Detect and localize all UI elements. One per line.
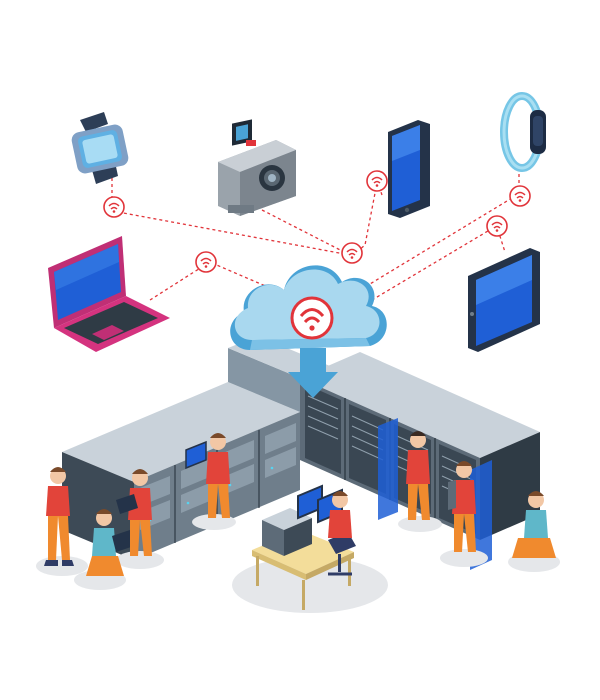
wifi-node-icon: [103, 196, 125, 218]
smartphone-icon: [388, 120, 430, 218]
line-watchnode-to-cloud: [117, 211, 351, 256]
technician-icon: [328, 491, 352, 538]
wifi-node-icon: [195, 251, 217, 273]
wifi-nodes: [103, 170, 531, 273]
wifi-node-icon: [509, 185, 531, 207]
fitness-band-icon: [500, 92, 546, 172]
technician-icon: [448, 461, 476, 552]
technician-icon: [86, 509, 134, 576]
technicians: [36, 431, 560, 590]
technician-icon: [406, 431, 430, 520]
line-phonenode-to-cloud: [351, 187, 377, 257]
wifi-node-icon: [341, 242, 363, 264]
line-camera-to-node: [261, 209, 351, 256]
smartwatch-icon: [71, 112, 129, 184]
tablet-icon: [468, 248, 540, 352]
technician-icon: [44, 467, 74, 566]
technician-icon: [512, 491, 556, 558]
technician-icon: [116, 469, 152, 556]
line-tablet-to-node: [497, 229, 506, 253]
laptop-icon: [48, 236, 170, 352]
line-laptop-to-node: [149, 264, 206, 301]
cloud-wifi-icon: [230, 265, 387, 398]
wifi-node-icon: [366, 170, 388, 192]
action-camera-icon: [218, 119, 296, 216]
technician-icon: [185, 433, 230, 518]
wifi-node-icon: [486, 215, 508, 237]
